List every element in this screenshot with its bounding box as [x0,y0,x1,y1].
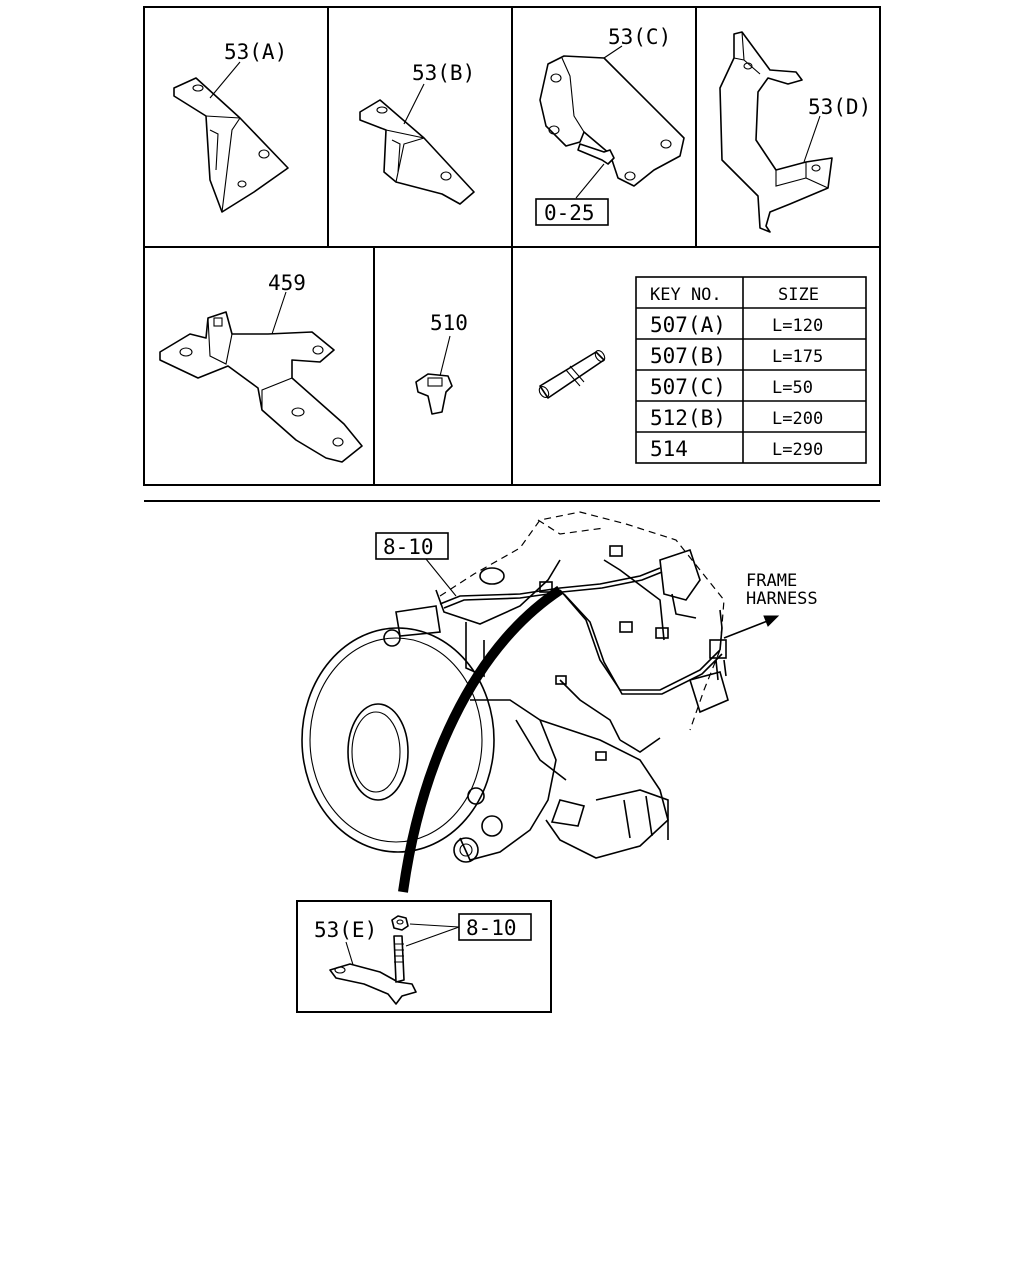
table-key-4: 512(B) [650,406,726,430]
size-table: KEY NO. SIZE 507(A) L=120 507(B) L=175 5… [635,276,867,464]
clip-510-cell: 510 [415,311,468,415]
table-key-3: 507(C) [650,375,726,399]
bracket-459-cell: 459 [159,271,363,463]
parts-grid [143,6,881,486]
label-8-10-top: 8-10 [383,535,434,559]
table-size-1: L=120 [772,316,823,336]
bracket-53c-cell: 53(C) 0-25 [535,25,685,226]
stud-drawing [393,935,405,983]
table-header-size: SIZE [778,285,819,305]
label-53e: 53(E) [314,918,377,942]
table-size-5: L=290 [772,440,823,460]
callout-8-10-top: 8-10 [375,532,457,597]
label-53c: 53(C) [608,25,671,49]
label-510: 510 [430,311,468,335]
bracket-53d-drawing [719,31,833,233]
bracket-53a-cell: 53(A) [173,40,289,213]
label-53d: 53(D) [808,95,871,119]
label-harness: HARNESS [746,589,818,609]
table-key-1: 507(A) [650,313,726,337]
engine-drawing [301,511,729,893]
label-0-25: 0-25 [544,201,595,225]
label-459: 459 [268,271,306,295]
tube-cell [538,349,606,399]
bracket-53c-drawing [539,55,685,187]
bracket-53b-drawing [359,99,475,205]
tube-drawing [539,351,605,399]
bolt-0-25-drawing [577,143,615,165]
table-size-2: L=175 [772,347,823,367]
frame-harness-callout: FRAME HARNESS [723,571,818,639]
bracket-53d-cell: 53(D) [719,31,871,233]
table-key-2: 507(B) [650,344,726,368]
bracket-53b-cell: 53(B) [359,61,475,205]
label-frame: FRAME [746,571,797,591]
label-8-10-inset: 8-10 [466,916,517,940]
label-53b: 53(B) [412,61,475,85]
label-53a: 53(A) [224,40,287,64]
bracket-459-drawing [159,311,363,463]
clip-510-drawing [415,373,453,415]
table-size-4: L=200 [772,409,823,429]
table-size-3: L=50 [772,378,813,398]
table-header-key: KEY NO. [650,285,722,305]
bracket-53a-drawing [173,77,289,213]
table-key-5: 514 [650,437,688,461]
nut-drawing [391,915,409,931]
inset-53e: 53(E) 8-10 [296,900,552,1013]
bracket-53e-drawing [329,963,417,1005]
